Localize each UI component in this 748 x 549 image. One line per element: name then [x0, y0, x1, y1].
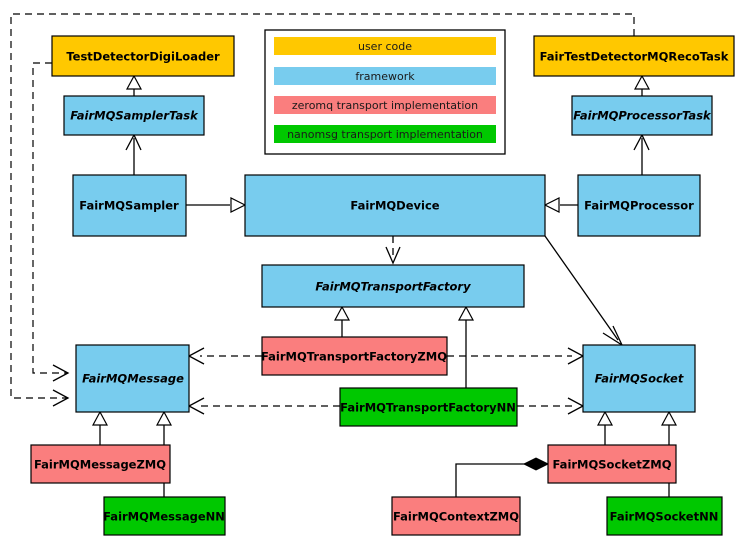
edge-processor-to-device	[543, 197, 578, 213]
node-rect-FairMQDevice[interactable]	[244, 174, 546, 237]
edge-contextzmq-to-socketzmq	[455, 457, 550, 497]
node-FairMQTransportFactory[interactable]: FairMQTransportFactory	[261, 264, 525, 308]
node-FairMQSocketNN[interactable]: FairMQSocketNN	[606, 496, 723, 536]
node-rect-FairMQProcessorTask[interactable]	[571, 95, 713, 136]
arrowhead-recotask-to-message	[52, 389, 70, 407]
node-FairTestDetectorMQRecoTask[interactable]: FairTestDetectorMQRecoTask	[533, 35, 735, 77]
node-label-FairTestDetectorMQRecoTask: FairTestDetectorMQRecoTask	[540, 50, 729, 64]
node-label-TestDetectorDigiLoader: TestDetectorDigiLoader	[66, 50, 220, 64]
node-label-FairMQTransportFactoryNN: FairMQTransportFactoryNN	[340, 401, 516, 415]
node-FairMQMessageZMQ[interactable]: FairMQMessageZMQ	[30, 444, 171, 484]
legend: user code framework zeromq transport imp…	[264, 29, 506, 155]
node-FairMQProcessorTask[interactable]: FairMQProcessorTask	[571, 95, 713, 136]
node-rect-FairMQTransportFactoryNN[interactable]	[339, 387, 518, 427]
node-label-FairMQSocket: FairMQSocket	[595, 372, 684, 386]
node-label-FairMQSocketZMQ: FairMQSocketZMQ	[553, 458, 672, 472]
node-rect-FairMQSampler[interactable]	[72, 174, 187, 237]
node-label-FairMQMessageNN: FairMQMessageNN	[103, 510, 225, 524]
edge-sampler-to-device	[186, 197, 247, 213]
node-rect-FairMQTransportFactoryZMQ[interactable]	[261, 336, 448, 376]
legend-swatch-framework	[274, 67, 496, 85]
node-label-FairMQSampler: FairMQSampler	[79, 199, 179, 213]
edge-messagezmq-to-message	[91, 410, 109, 445]
node-FairMQSamplerTask[interactable]: FairMQSamplerTask	[63, 95, 205, 136]
edge-tfzmq-to-transportfactory	[333, 305, 351, 337]
node-label-FairMQSamplerTask: FairMQSamplerTask	[70, 109, 199, 123]
node-FairMQContextZMQ[interactable]: FairMQContextZMQ	[391, 496, 521, 536]
legend-swatch-user-code	[274, 37, 496, 55]
node-rect-FairTestDetectorMQRecoTask[interactable]	[533, 35, 735, 77]
node-rect-FairMQMessage[interactable]	[75, 344, 190, 413]
node-rect-FairMQMessageZMQ[interactable]	[30, 444, 171, 484]
node-rect-FairMQSocketNN[interactable]	[606, 496, 723, 536]
node-label-FairMQDevice: FairMQDevice	[350, 199, 439, 213]
legend-label-framework: framework	[355, 70, 415, 83]
legend-swatch-nanomsg	[274, 125, 496, 143]
node-rect-FairMQSocketZMQ[interactable]	[547, 444, 677, 484]
node-label-FairMQProcessor: FairMQProcessor	[584, 199, 694, 213]
node-rect-FairMQProcessor[interactable]	[577, 174, 701, 237]
legend-label-zeromq: zeromq transport implementation	[292, 99, 478, 112]
node-rect-FairMQSamplerTask[interactable]	[63, 95, 205, 136]
edge-device-to-transportfactory	[385, 236, 401, 265]
legend-label-nanomsg: nanomsg transport implementation	[287, 128, 483, 141]
node-FairMQTransportFactoryZMQ[interactable]: FairMQTransportFactoryZMQ	[261, 336, 448, 376]
node-rect-FairMQSocket[interactable]	[582, 344, 696, 413]
node-label-FairMQTransportFactory: FairMQTransportFactory	[315, 280, 471, 294]
legend-item-zeromq: zeromq transport implementation	[274, 96, 496, 114]
arrowhead-digiloader-to-message	[52, 364, 70, 382]
node-FairMQMessage[interactable]: FairMQMessage	[75, 344, 190, 413]
edge-tfnn-to-transportfactory	[457, 305, 475, 388]
legend-item-user-code: user code	[274, 37, 496, 55]
legend-swatch-zeromq	[274, 96, 496, 114]
node-label-FairMQMessage: FairMQMessage	[82, 372, 184, 386]
node-FairMQDevice[interactable]: FairMQDevice	[244, 174, 546, 237]
dependency-path-recotask-to-message	[10, 13, 635, 399]
node-rect-FairMQContextZMQ[interactable]	[391, 496, 521, 536]
edge-samplertask-to-digiloader	[125, 74, 143, 96]
node-FairMQSocket[interactable]: FairMQSocket	[582, 344, 696, 413]
node-label-FairMQTransportFactoryZMQ: FairMQTransportFactoryZMQ	[261, 350, 447, 364]
node-label-FairMQProcessorTask: FairMQProcessorTask	[573, 109, 712, 123]
legend-item-framework: framework	[274, 67, 496, 85]
node-FairMQProcessor[interactable]: FairMQProcessor	[577, 174, 701, 237]
node-rect-FairMQTransportFactory[interactable]	[261, 264, 525, 308]
node-FairMQMessageNN[interactable]: FairMQMessageNN	[103, 496, 226, 536]
node-FairMQSampler[interactable]: FairMQSampler	[72, 174, 187, 237]
node-rect-FairMQMessageNN[interactable]	[103, 496, 226, 536]
legend-label-user-code: user code	[358, 40, 412, 53]
node-label-FairMQMessageZMQ: FairMQMessageZMQ	[34, 458, 166, 472]
node-label-FairMQContextZMQ: FairMQContextZMQ	[393, 510, 519, 524]
edge-socketzmq-to-socket	[596, 410, 614, 445]
legend-item-nanomsg: nanomsg transport implementation	[274, 125, 496, 143]
node-FairMQTransportFactoryNN[interactable]: FairMQTransportFactoryNN	[339, 387, 518, 427]
node-TestDetectorDigiLoader[interactable]: TestDetectorDigiLoader	[51, 35, 235, 77]
node-FairMQSocketZMQ[interactable]: FairMQSocketZMQ	[547, 444, 677, 484]
node-label-FairMQSocketNN: FairMQSocketNN	[610, 510, 719, 524]
node-rect-TestDetectorDigiLoader[interactable]	[51, 35, 235, 77]
dependency-path-digiloader-to-message	[32, 62, 68, 374]
edge-processortask-to-recotask	[633, 74, 651, 96]
